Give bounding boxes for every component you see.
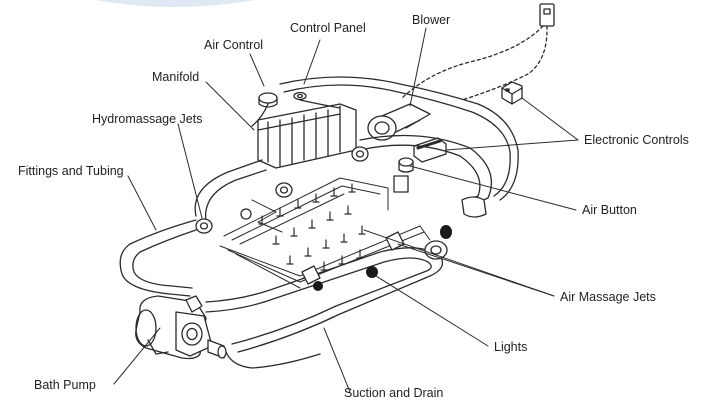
- power-wire: [461, 25, 548, 101]
- label-fittings-and-tubing: Fittings and Tubing: [18, 164, 124, 178]
- front-pipe-inner: [205, 257, 432, 345]
- small-jet: [240, 208, 252, 220]
- label-control-panel: Control Panel: [290, 21, 366, 35]
- label-manifold: Manifold: [152, 70, 200, 84]
- leader-lights: [375, 275, 489, 347]
- label-electronic-controls: Electronic Controls: [584, 133, 689, 147]
- leader-bath-pump: [113, 327, 161, 385]
- back-tubing-inner: [204, 144, 481, 223]
- label-air-button: Air Button: [582, 203, 637, 217]
- label-air-control: Air Control: [204, 38, 264, 52]
- leader-air-button: [409, 165, 577, 211]
- top-arc-decoration: [95, 0, 255, 7]
- label-air-massage-jets: Air Massage Jets: [560, 290, 656, 304]
- power-wire-2: [401, 25, 544, 99]
- label-bath-pump: Bath Pump: [34, 378, 96, 392]
- leader-electronic-controls-a: [521, 97, 579, 141]
- label-suction-and-drain: Suction and Drain: [344, 386, 444, 400]
- suction-drain-line: [225, 351, 321, 369]
- upper-pipe-inner: [283, 84, 511, 197]
- air-button-unit: [398, 157, 414, 173]
- leader-hydromassage-jets: [177, 123, 203, 219]
- label-hydromassage-jets: Hydromassage Jets: [92, 112, 203, 126]
- electronic-controls-box: [501, 81, 523, 105]
- air-massage-jet-array: [258, 183, 366, 279]
- fittings-tubing-left-inner: [132, 229, 197, 289]
- leader-fittings-tubing: [127, 175, 157, 231]
- hydromassage-jet-fittings: [195, 146, 369, 234]
- blower-unit: [367, 103, 431, 141]
- bath-pump-unit: [135, 295, 227, 360]
- leader-blower: [409, 27, 427, 107]
- leader-air-control: [249, 53, 265, 87]
- wall-outlet: [539, 3, 555, 27]
- leader-suction-drain: [323, 327, 351, 393]
- manifold-unit: [257, 103, 357, 169]
- leader-electronic-controls-b: [445, 139, 579, 151]
- leader-control-panel: [303, 39, 321, 85]
- light-fixtures: [313, 225, 452, 291]
- leader-manifold: [205, 81, 255, 131]
- label-lights: Lights: [494, 340, 528, 354]
- label-blower: Blower: [412, 13, 451, 27]
- fittings-tubing-left: [119, 219, 197, 297]
- right-elbow: [461, 196, 487, 218]
- control-panel-button: [293, 91, 341, 109]
- air-control-knob: [251, 92, 278, 127]
- upper-pipe: [279, 76, 519, 201]
- leader-lines: [113, 27, 579, 393]
- leader-air-massage-jets-b: [363, 229, 555, 297]
